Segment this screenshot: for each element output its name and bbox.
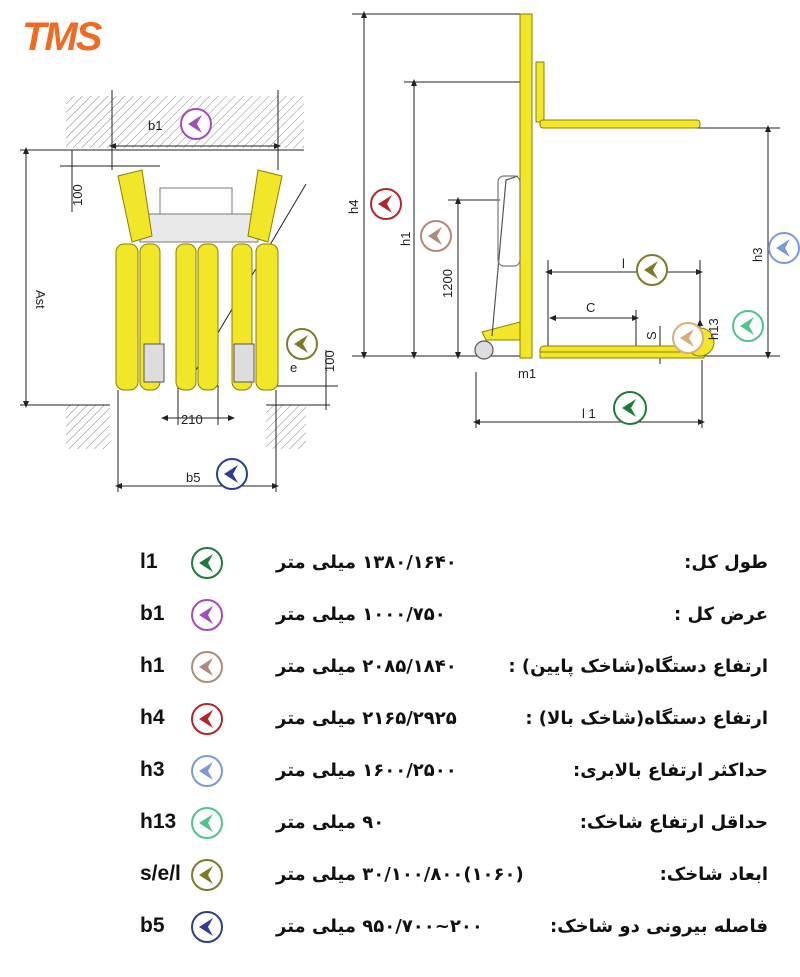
label-b1: b1	[148, 118, 162, 133]
tiller-grip	[497, 175, 521, 267]
arrow-left-badge-icon	[191, 547, 223, 579]
drawing-badges	[180, 108, 800, 490]
arrow-left-badge-icon	[191, 911, 223, 943]
outer-leg-right	[255, 243, 279, 391]
pedal	[481, 321, 521, 341]
spec-value: ۲۱۶۵/۲۹۲۵ میلی متر	[276, 708, 457, 729]
label-m1: m1	[518, 366, 536, 381]
side-view-labels: h4 h1 1200 l C S h13 h3 m1 l 1	[346, 200, 765, 421]
badge-l1-icon	[613, 391, 647, 425]
spec-label: ارتفاع دستگاه(شاخک بالا) :	[525, 708, 768, 729]
badge-b5-icon	[216, 458, 248, 490]
right-leg-arm	[247, 169, 283, 243]
spec-label: حداقل ارتفاع شاخک:	[579, 812, 768, 833]
mast-outer	[519, 13, 533, 359]
arrow-left-badge-icon	[191, 859, 223, 891]
arrow-left-badge-icon	[191, 651, 223, 683]
label-l: l	[622, 256, 625, 271]
spec-label: فاصله بیرونی دو شاخک:	[550, 916, 768, 937]
spec-value: ۲۰۸۵/۱۸۴۰ میلی متر	[276, 656, 457, 677]
badge-h13-icon	[672, 322, 704, 354]
arrow-left-badge-icon	[191, 703, 223, 735]
spec-row: عرض کل : ۱۰۰۰/۷۵۰ میلی متر b1	[0, 592, 800, 642]
badge-h3-icon	[768, 232, 800, 264]
label-1200: 1200	[440, 269, 455, 298]
side-view-lines	[352, 11, 780, 428]
badge-h1-icon	[420, 220, 452, 252]
label-ast: Ast	[33, 290, 48, 309]
spec-code: s/e/l	[140, 862, 181, 885]
arrow-left-badge-icon	[191, 755, 223, 787]
forklift-technical-drawing: b1 100 Ast 100 e 210 b5	[20, 11, 800, 492]
rear-wheel	[474, 340, 494, 360]
spec-label: ابعاد شاخک:	[659, 864, 768, 885]
arrow-left-badge-icon	[191, 599, 223, 631]
spec-value: (۱۰۶۰)۳۰/۱۰۰/۸۰۰ میلی متر	[276, 864, 524, 885]
spec-value: ۲۰۰~۹۵۰/۷۰۰ میلی متر	[276, 916, 483, 937]
spec-code: l1	[140, 550, 158, 573]
label-h3: h3	[750, 248, 765, 262]
spec-code: h13	[140, 810, 177, 833]
spec-code: h1	[140, 654, 165, 677]
label-c: C	[586, 300, 595, 315]
spec-row: ارتفاع دستگاه(شاخک پایین) : ۲۰۸۵/۱۸۴۰ می…	[0, 644, 800, 694]
spec-code: b1	[140, 602, 165, 625]
spec-code: b5	[140, 914, 165, 937]
tiller-arm	[491, 175, 519, 337]
spec-code: h3	[140, 758, 165, 781]
fork-left-inner	[175, 243, 197, 391]
spec-code: h4	[140, 706, 165, 729]
spec-value: ۱۶۰۰/۲۵۰۰ میلی متر	[276, 760, 457, 781]
spec-value: ۱۰۰۰/۷۵۰ میلی متر	[276, 604, 446, 625]
badge-l-icon	[636, 254, 668, 286]
spec-value: ۹۰ میلی متر	[276, 812, 385, 833]
label-s: S	[644, 331, 659, 340]
label-100-top: 100	[70, 184, 85, 206]
label-210: 210	[181, 412, 203, 427]
spec-label: ارتفاع دستگاه(شاخک پایین) :	[508, 656, 768, 677]
mast-crossbar	[139, 213, 259, 243]
spec-row: حداقل ارتفاع شاخک: ۹۰ میلی متر h13	[0, 800, 800, 850]
outer-leg-left	[115, 243, 139, 391]
label-b5: b5	[186, 470, 200, 485]
label-l1: l 1	[582, 406, 596, 421]
side-view-frame	[481, 13, 715, 359]
badge-e-icon	[286, 328, 318, 360]
wheel-left	[143, 343, 165, 383]
left-leg-arm	[117, 169, 153, 243]
fork-raised	[539, 119, 701, 129]
label-100-side: 100	[322, 350, 337, 372]
tiller-handle	[159, 187, 233, 215]
wheel-right	[233, 343, 255, 383]
fork-right-inner	[197, 243, 219, 391]
badge-h4-icon	[370, 188, 402, 220]
badge-b1-icon	[180, 108, 212, 140]
wall-bottom-left	[66, 405, 110, 449]
spec-row: طول کل: ۱۳۸۰/۱۶۴۰ میلی متر l1	[0, 540, 800, 590]
spec-value: ۱۳۸۰/۱۶۴۰ میلی متر	[276, 552, 457, 573]
carriage	[535, 61, 545, 123]
arrow-left-badge-icon	[191, 807, 223, 839]
spec-label: عرض کل :	[674, 604, 768, 625]
wall-bottom-right	[266, 405, 306, 449]
top-view-frame	[115, 169, 283, 391]
spec-row: ارتفاع دستگاه(شاخک بالا) : ۲۱۶۵/۲۹۲۵ میل…	[0, 696, 800, 746]
side-view-parts	[474, 175, 521, 360]
logo-text: TMS	[22, 15, 103, 58]
spec-label: حداکثر ارتفاع بالابری:	[573, 760, 768, 781]
top-view-labels: b1 100 Ast 100 e 210 b5	[33, 118, 337, 485]
fork-lowered	[539, 351, 705, 359]
tms-logo: TMS	[22, 15, 105, 58]
spec-row: حداکثر ارتفاع بالابری: ۱۶۰۰/۲۵۰۰ میلی مت…	[0, 748, 800, 798]
spec-row: ابعاد شاخک: (۱۰۶۰)۳۰/۱۰۰/۸۰۰ میلی متر s/…	[0, 852, 800, 902]
spec-row: فاصله بیرونی دو شاخک: ۲۰۰~۹۵۰/۷۰۰ میلی م…	[0, 904, 800, 954]
spec-label: طول کل:	[684, 552, 768, 573]
label-h1: h1	[398, 232, 413, 246]
label-h4: h4	[346, 200, 361, 214]
badge-s-icon	[732, 310, 764, 342]
label-e: e	[290, 360, 297, 375]
label-h13: h13	[706, 318, 721, 340]
